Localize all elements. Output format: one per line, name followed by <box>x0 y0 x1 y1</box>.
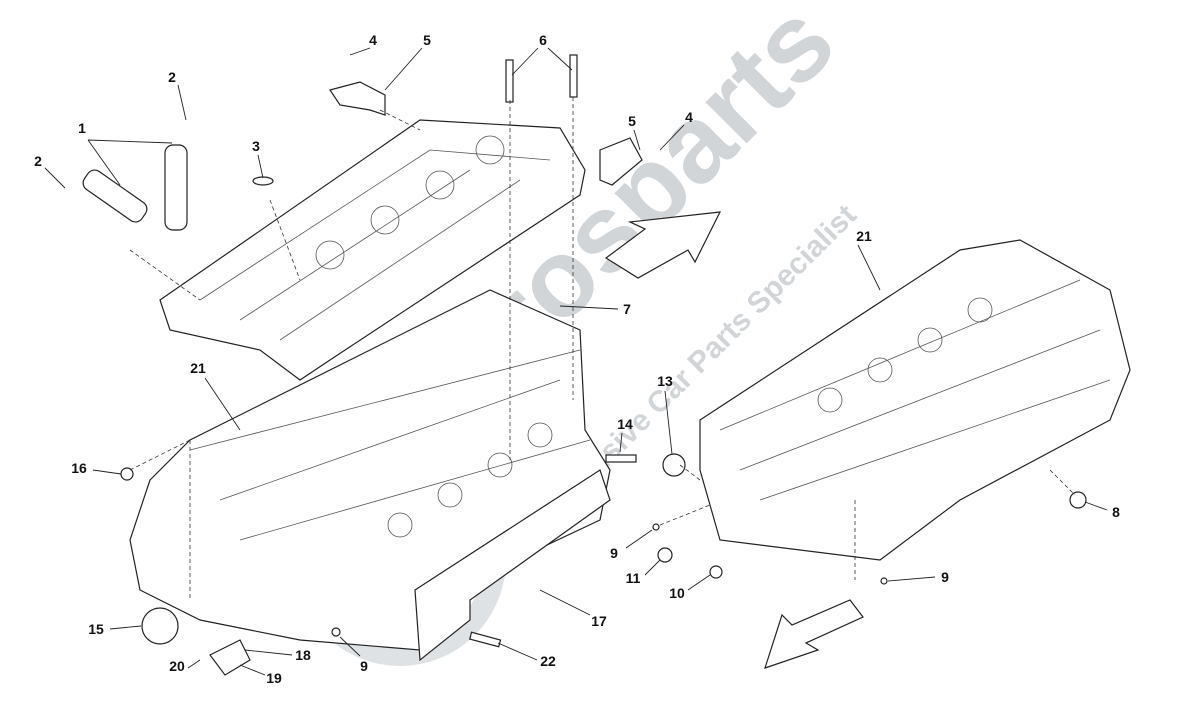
callout-number: 21 <box>190 360 206 376</box>
cylinder-head-right <box>699 239 1131 561</box>
direction-arrow-down <box>764 599 864 669</box>
camshaft-sensor <box>329 81 386 116</box>
plug <box>880 577 888 585</box>
callout-number: 11 <box>626 570 641 586</box>
heat-shield <box>414 469 611 662</box>
callout-number: 4 <box>685 109 693 125</box>
callout-number: 2 <box>34 153 42 169</box>
o-ring <box>252 176 274 186</box>
camshaft-carrier <box>159 119 586 381</box>
callout-number: 9 <box>941 569 949 585</box>
bolt <box>468 631 502 648</box>
plug <box>331 627 341 637</box>
callout-number: 13 <box>657 373 673 389</box>
callout-number: 6 <box>539 32 547 48</box>
callout-number: 15 <box>88 621 104 637</box>
o-ring <box>662 453 686 477</box>
bolt <box>569 54 578 98</box>
camshaft-sensor <box>599 137 643 186</box>
callout-number: 18 <box>295 647 311 663</box>
plug <box>141 607 179 645</box>
plug <box>652 523 660 531</box>
callout-number: 20 <box>169 658 185 674</box>
callout-number: 8 <box>1112 504 1120 520</box>
callout-number: 1 <box>78 120 86 136</box>
solenoid-valve <box>164 144 188 231</box>
plug <box>1069 491 1087 509</box>
callout-number: 2 <box>168 69 176 85</box>
solenoid-valve <box>82 169 148 223</box>
small-parts <box>82 54 1087 676</box>
cylinder-head-left <box>129 289 611 662</box>
direction-arrow-up <box>604 211 722 279</box>
callout-number: 10 <box>669 585 685 601</box>
callout-number: 4 <box>369 32 377 48</box>
callout-number: 17 <box>591 613 607 629</box>
callout-number: 9 <box>610 545 618 561</box>
callout-number: 19 <box>266 670 282 686</box>
callout-number: 5 <box>423 32 431 48</box>
callout-number: 5 <box>628 113 636 129</box>
plug <box>709 565 723 579</box>
callout-number: 7 <box>623 301 631 317</box>
stud <box>605 454 637 463</box>
callout-number: 21 <box>856 228 872 244</box>
cover-plate <box>209 639 251 676</box>
bolt <box>505 59 514 103</box>
callout-number: 16 <box>71 460 87 476</box>
callout-number: 3 <box>252 138 260 154</box>
callout-number: 9 <box>360 658 368 674</box>
plug <box>657 547 673 563</box>
callout-number: 14 <box>617 416 633 432</box>
callout-number: 22 <box>540 653 556 669</box>
